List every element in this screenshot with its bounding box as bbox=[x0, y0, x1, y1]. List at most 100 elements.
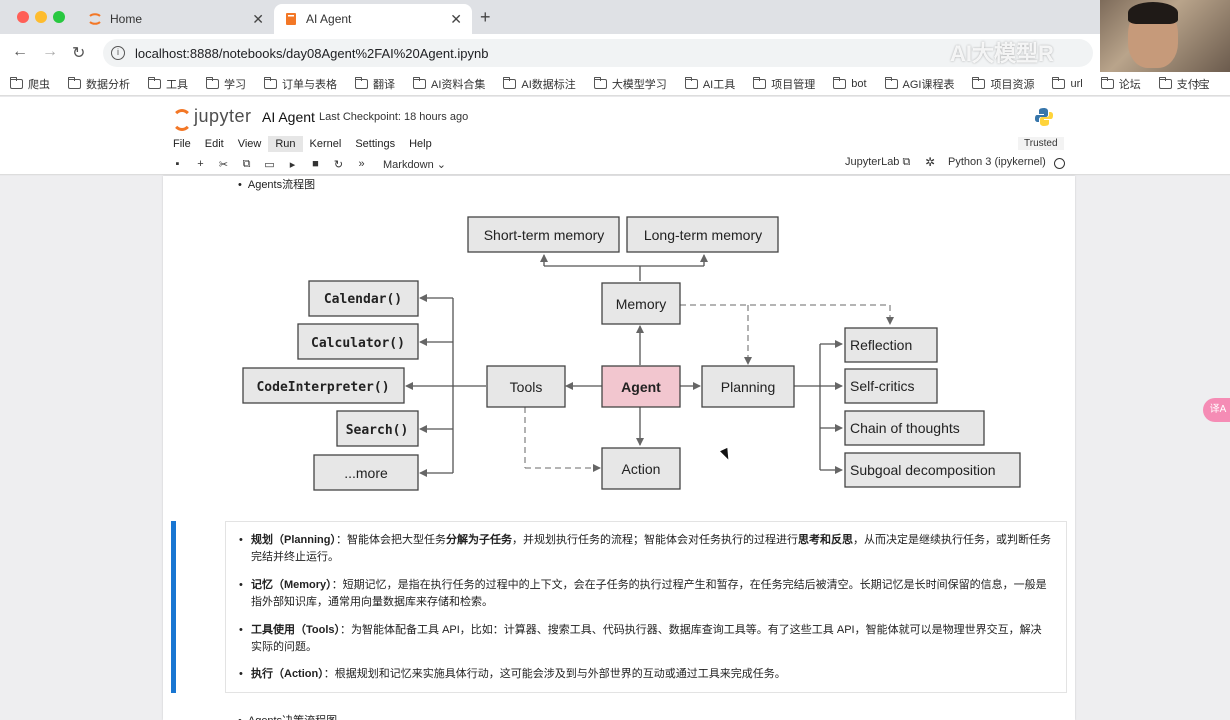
copy-icon[interactable]: ⧉ bbox=[242, 157, 251, 170]
menu-kernel[interactable]: Kernel bbox=[309, 138, 342, 150]
tab-label: AI Agent bbox=[306, 12, 352, 26]
translate-icon[interactable]: 译A bbox=[1203, 398, 1230, 422]
folder-icon bbox=[833, 76, 847, 89]
insert-cell-icon[interactable]: + bbox=[197, 158, 204, 170]
tool-search-box: Search() bbox=[336, 410, 419, 447]
menu-run[interactable]: Run bbox=[268, 136, 303, 152]
bookmark-item[interactable]: url bbox=[1052, 76, 1083, 90]
jupyter-logo[interactable]: jupyter bbox=[172, 106, 252, 131]
notebook-title[interactable]: AI Agent bbox=[262, 109, 315, 125]
bookmark-label: 数据分析 bbox=[86, 78, 130, 91]
back-arrow-icon[interactable]: ← bbox=[12, 43, 28, 60]
bookmark-label: url bbox=[1070, 77, 1083, 90]
svg-text:Tools: Tools bbox=[510, 379, 543, 395]
bookmark-item[interactable]: 数据分析 bbox=[68, 76, 130, 92]
bookmark-item[interactable]: AGI课程表 bbox=[884, 76, 954, 92]
restart-run-all-icon[interactable]: » bbox=[358, 158, 365, 170]
bookmark-item[interactable]: 爬虫 bbox=[10, 76, 50, 92]
forward-arrow-icon[interactable]: → bbox=[42, 43, 58, 60]
window-close-button[interactable] bbox=[17, 11, 29, 23]
subgoal-decomposition-box: Subgoal decomposition bbox=[844, 452, 1021, 488]
explanation-planning: 规划（Planning）：智能体会把大型任务分解为子任务，并规划执行任务的流程；… bbox=[239, 532, 1051, 566]
paste-icon[interactable]: ▭ bbox=[264, 158, 275, 171]
short-term-memory-box: Short-term memory bbox=[467, 216, 620, 253]
chain-of-thoughts-box: Chain of thoughts bbox=[844, 410, 985, 446]
cell-type-select[interactable]: Markdown ⌄ bbox=[383, 158, 447, 171]
bookmark-label: AI工具 bbox=[702, 78, 736, 91]
site-info-icon[interactable]: i bbox=[111, 46, 125, 60]
explanation-tools: 工具使用（Tools）：为智能体配备工具 API，比如：计算器、搜索工具、代码执… bbox=[239, 622, 1051, 656]
notebook-toolbar: ▪ + ✂ ⧉ ▭ ▸ ■ ↻ » Markdown ⌄ JupyterLab … bbox=[166, 155, 1066, 173]
bookmark-item[interactable]: 工具 bbox=[148, 76, 188, 92]
window-minimize-button[interactable] bbox=[35, 11, 47, 23]
bookmark-label: 支付宝 bbox=[1176, 78, 1210, 91]
bookmark-item[interactable]: bot bbox=[833, 76, 867, 90]
folder-icon bbox=[1158, 76, 1172, 89]
bookmark-item[interactable]: AI资料合集 bbox=[413, 76, 485, 92]
markdown-output: 规划（Planning）：智能体会把大型任务分解为子任务，并规划执行任务的流程；… bbox=[225, 521, 1067, 693]
cut-icon[interactable]: ✂ bbox=[218, 158, 229, 171]
bookmark-item[interactable]: AI工具 bbox=[684, 76, 736, 92]
bookmark-label: 订单与表格 bbox=[282, 78, 337, 91]
url-field[interactable]: i localhost:8888/notebooks/day08Agent%2F… bbox=[103, 39, 1093, 67]
bookmark-item[interactable]: AI数据标注 bbox=[503, 76, 576, 92]
save-icon[interactable]: ▪ bbox=[175, 158, 180, 170]
webcam-overlay bbox=[1100, 0, 1230, 72]
tab-ai-agent[interactable]: AI Agent ✕ bbox=[274, 4, 472, 34]
explanation-action: 执行（Action）：根据规划和记忆来实施具体行动，这可能会涉及到与外部世界的互… bbox=[239, 666, 1051, 683]
bookmark-item[interactable]: 大模型学习 bbox=[593, 76, 667, 92]
svg-text:Search(): Search() bbox=[346, 423, 409, 438]
bookmark-item[interactable]: 订单与表格 bbox=[264, 76, 337, 92]
bookmark-item[interactable]: 项目管理 bbox=[753, 76, 815, 92]
bookmark-item[interactable]: 支付宝 bbox=[1158, 76, 1210, 92]
jupyterlab-link[interactable]: JupyterLab ⧉ bbox=[845, 156, 911, 168]
bookmark-label: AI资料合集 bbox=[431, 78, 486, 91]
stop-icon[interactable]: ■ bbox=[312, 158, 319, 170]
folder-icon bbox=[264, 76, 277, 89]
new-tab-icon[interactable]: + bbox=[480, 7, 491, 27]
jupyter-header: jupyter AI Agent Last Checkpoint: 18 hou… bbox=[0, 97, 1230, 175]
bookmark-label: 大模型学习 bbox=[611, 78, 667, 91]
bookmark-label: 论坛 bbox=[1118, 78, 1141, 91]
kernel-status-icon bbox=[1054, 158, 1065, 169]
planning-box: Planning bbox=[701, 365, 795, 408]
menu-help[interactable]: Help bbox=[409, 138, 432, 150]
menu-view[interactable]: View bbox=[237, 138, 262, 150]
folder-icon bbox=[1052, 76, 1066, 89]
markdown-cell-selected[interactable]: 规划（Planning）：智能体会把大型任务分解为子任务，并规划执行任务的流程；… bbox=[171, 521, 1067, 693]
window-zoom-button[interactable] bbox=[53, 11, 65, 23]
folder-icon bbox=[355, 76, 368, 89]
reload-icon[interactable]: ↻ bbox=[72, 45, 86, 62]
menu-edit[interactable]: Edit bbox=[204, 138, 224, 150]
tab-home[interactable]: Home ✕ bbox=[78, 4, 274, 34]
restart-icon[interactable]: ↻ bbox=[333, 158, 344, 171]
bookmark-label: 爬虫 bbox=[28, 78, 50, 91]
gear-icon[interactable]: ✲ bbox=[925, 155, 936, 169]
kernel-name[interactable]: Python 3 (ipykernel) bbox=[948, 156, 1046, 168]
run-icon[interactable]: ▸ bbox=[289, 158, 296, 171]
svg-text:Calendar(): Calendar() bbox=[324, 292, 402, 307]
folder-icon bbox=[206, 76, 219, 89]
bookmark-item[interactable]: 翻译 bbox=[355, 76, 395, 92]
menu-file[interactable]: File bbox=[173, 138, 191, 150]
svg-text:Agent: Agent bbox=[621, 379, 661, 395]
tool-code-interpreter-box: CodeInterpreter() bbox=[242, 367, 405, 404]
close-tab-icon[interactable]: ✕ bbox=[450, 11, 462, 27]
bookmark-item[interactable]: 项目资源 bbox=[972, 76, 1034, 92]
svg-text:Planning: Planning bbox=[721, 379, 776, 395]
bookmark-label: AI数据标注 bbox=[521, 78, 576, 91]
folder-icon bbox=[413, 76, 426, 89]
bookmark-item[interactable]: 论坛 bbox=[1100, 76, 1141, 92]
svg-text:Long-term memory: Long-term memory bbox=[644, 227, 762, 243]
bookmarks-overflow-icon[interactable]: » bbox=[1194, 76, 1202, 91]
svg-text:Calculator(): Calculator() bbox=[311, 336, 405, 351]
jupyter-logo-icon bbox=[172, 107, 192, 131]
tool-calendar-box: Calendar() bbox=[308, 280, 419, 317]
folder-icon bbox=[884, 76, 898, 89]
svg-text:Chain of thoughts: Chain of thoughts bbox=[850, 420, 960, 436]
menu-settings[interactable]: Settings bbox=[355, 138, 396, 150]
trusted-indicator[interactable]: Trusted bbox=[1018, 137, 1064, 150]
address-bar: ← → ↻ i localhost:8888/notebooks/day08Ag… bbox=[0, 34, 1230, 72]
bookmark-item[interactable]: 学习 bbox=[206, 76, 246, 92]
close-tab-icon[interactable]: ✕ bbox=[252, 11, 264, 27]
